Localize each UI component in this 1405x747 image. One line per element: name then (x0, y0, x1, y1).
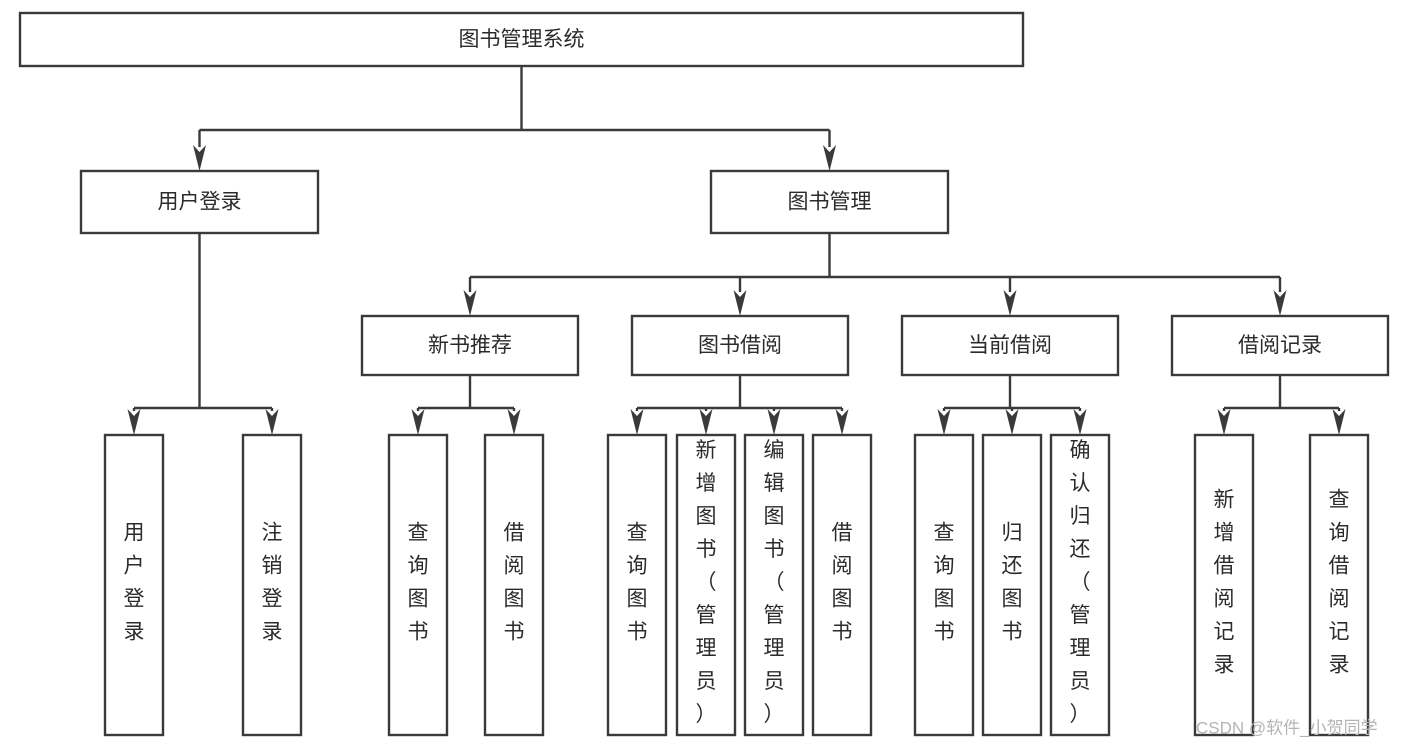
node-label-l2-book-mgmt: 图书管理 (788, 191, 872, 214)
node-l3-book-borrow[interactable]: 图书借阅 (630, 314, 850, 377)
node-l3-borrow-record[interactable]: 借阅记录 (1170, 314, 1390, 377)
node-label-leaf-add-book: 新增图书（管理员） (696, 439, 717, 726)
node-leaf-query-book-c[interactable]: 查询图书 (913, 433, 975, 737)
node-leaf-query-book-b[interactable]: 查询图书 (606, 433, 668, 737)
node-box-leaf-add-record (1193, 433, 1255, 737)
node-label-l3-current-borrow: 当前借阅 (968, 334, 1052, 357)
node-leaf-borrow-book-a[interactable]: 借阅图书 (483, 433, 545, 737)
node-label-l3-borrow-record: 借阅记录 (1238, 334, 1322, 357)
node-box-leaf-query-record (1308, 433, 1370, 737)
arrow-head-leaf_edit_book (767, 409, 781, 435)
node-box-leaf-return-book (981, 433, 1043, 737)
node-l2-user-login[interactable]: 用户登录 (79, 169, 320, 235)
node-label-leaf-confirm-return: 确认归还（管理员） (1070, 439, 1091, 726)
node-box-leaf-query-book-c (913, 433, 975, 737)
node-label-leaf-query-book-a: 查询图书 (408, 522, 429, 644)
node-layer: 图书管理系统用户登录图书管理新书推荐图书借阅当前借阅借阅记录用户登录注销登录查询… (18, 11, 1390, 737)
node-leaf-logout[interactable]: 注销登录 (241, 433, 303, 737)
node-leaf-add-book[interactable]: 新增图书（管理员） (675, 433, 737, 737)
node-box-l3-book-borrow (630, 314, 850, 377)
arrow-head-leaf_borrow_book_b (835, 409, 849, 435)
node-leaf-query-book-a[interactable]: 查询图书 (387, 433, 449, 737)
arrow-head-leaf_add_book (699, 409, 713, 435)
node-box-l3-new-book-rec (360, 314, 580, 377)
node-label-leaf-user-login: 用户登录 (124, 522, 145, 644)
arrow-head-leaf_query_book_a (411, 409, 425, 435)
node-box-leaf-user-login (103, 433, 165, 737)
arrow-head-leaf_return_book (1005, 409, 1019, 435)
node-box-l2-user-login (79, 169, 320, 235)
arrow-head-leaf_add_record (1217, 409, 1231, 435)
node-label-leaf-borrow-book-b: 借阅图书 (832, 522, 853, 644)
arrow-head-l3_new_book_rec (463, 290, 477, 316)
csdn-watermark: CSDN @软件_小贺同学 (1196, 718, 1378, 737)
node-box-leaf-borrow-book-a (483, 433, 545, 737)
arrow-head-l2_book_mgmt (823, 145, 836, 171)
node-box-leaf-query-book-a (387, 433, 449, 737)
node-box-leaf-logout (241, 433, 303, 737)
node-label-leaf-borrow-book-a: 借阅图书 (504, 522, 525, 644)
node-label-leaf-query-book-b: 查询图书 (627, 522, 648, 644)
node-box-leaf-add-book (675, 433, 737, 737)
node-box-root (18, 11, 1025, 68)
node-l3-new-book-rec[interactable]: 新书推荐 (360, 314, 580, 377)
node-root[interactable]: 图书管理系统 (18, 11, 1025, 68)
node-box-l2-book-mgmt (709, 169, 950, 235)
node-leaf-add-record[interactable]: 新增借阅记录 (1193, 433, 1255, 737)
node-box-l3-borrow-record (1170, 314, 1390, 377)
node-box-l3-current-borrow (900, 314, 1120, 377)
arrow-head-l3_borrow_record (1273, 290, 1287, 316)
arrow-head-l2_user_login (193, 145, 206, 171)
node-leaf-query-record[interactable]: 查询借阅记录 (1308, 433, 1370, 737)
node-box-leaf-borrow-book-b (811, 433, 873, 737)
node-label-leaf-return-book: 归还图书 (1002, 522, 1023, 644)
arrow-head-leaf_borrow_book_a (507, 409, 521, 435)
arrow-head-l3_current_borrow (1003, 290, 1017, 316)
node-label-root: 图书管理系统 (459, 28, 585, 51)
arrow-head-leaf_query_record (1332, 409, 1346, 435)
arrow-head-l3_book_borrow (733, 290, 747, 316)
node-box-leaf-edit-book (743, 433, 805, 737)
arrow-head-leaf_query_book_c (937, 409, 951, 435)
node-box-leaf-query-book-b (606, 433, 668, 737)
node-label-leaf-query-record: 查询借阅记录 (1329, 489, 1350, 677)
connector-layer (127, 66, 1346, 435)
node-label-leaf-add-record: 新增借阅记录 (1214, 489, 1235, 677)
node-label-l2-user-login: 用户登录 (158, 191, 242, 214)
node-leaf-borrow-book-b[interactable]: 借阅图书 (811, 433, 873, 737)
node-leaf-return-book[interactable]: 归还图书 (981, 433, 1043, 737)
node-label-leaf-logout: 注销登录 (262, 522, 283, 644)
node-leaf-confirm-return[interactable]: 确认归还（管理员） (1049, 433, 1111, 737)
node-l2-book-mgmt[interactable]: 图书管理 (709, 169, 950, 235)
node-leaf-user-login[interactable]: 用户登录 (103, 433, 165, 737)
node-box-leaf-confirm-return (1049, 433, 1111, 737)
node-label-l3-book-borrow: 图书借阅 (698, 334, 782, 357)
node-label-leaf-edit-book: 编辑图书（管理员） (764, 439, 785, 726)
arrow-head-leaf_logout (265, 409, 279, 435)
arrow-head-leaf_user_login (127, 409, 141, 435)
node-leaf-edit-book[interactable]: 编辑图书（管理员） (743, 433, 805, 737)
node-l3-current-borrow[interactable]: 当前借阅 (900, 314, 1120, 377)
node-label-l3-new-book-rec: 新书推荐 (428, 334, 512, 357)
arrow-head-leaf_query_book_b (630, 409, 644, 435)
arrow-head-leaf_confirm_return (1073, 409, 1087, 435)
node-label-leaf-query-book-c: 查询图书 (934, 522, 955, 644)
